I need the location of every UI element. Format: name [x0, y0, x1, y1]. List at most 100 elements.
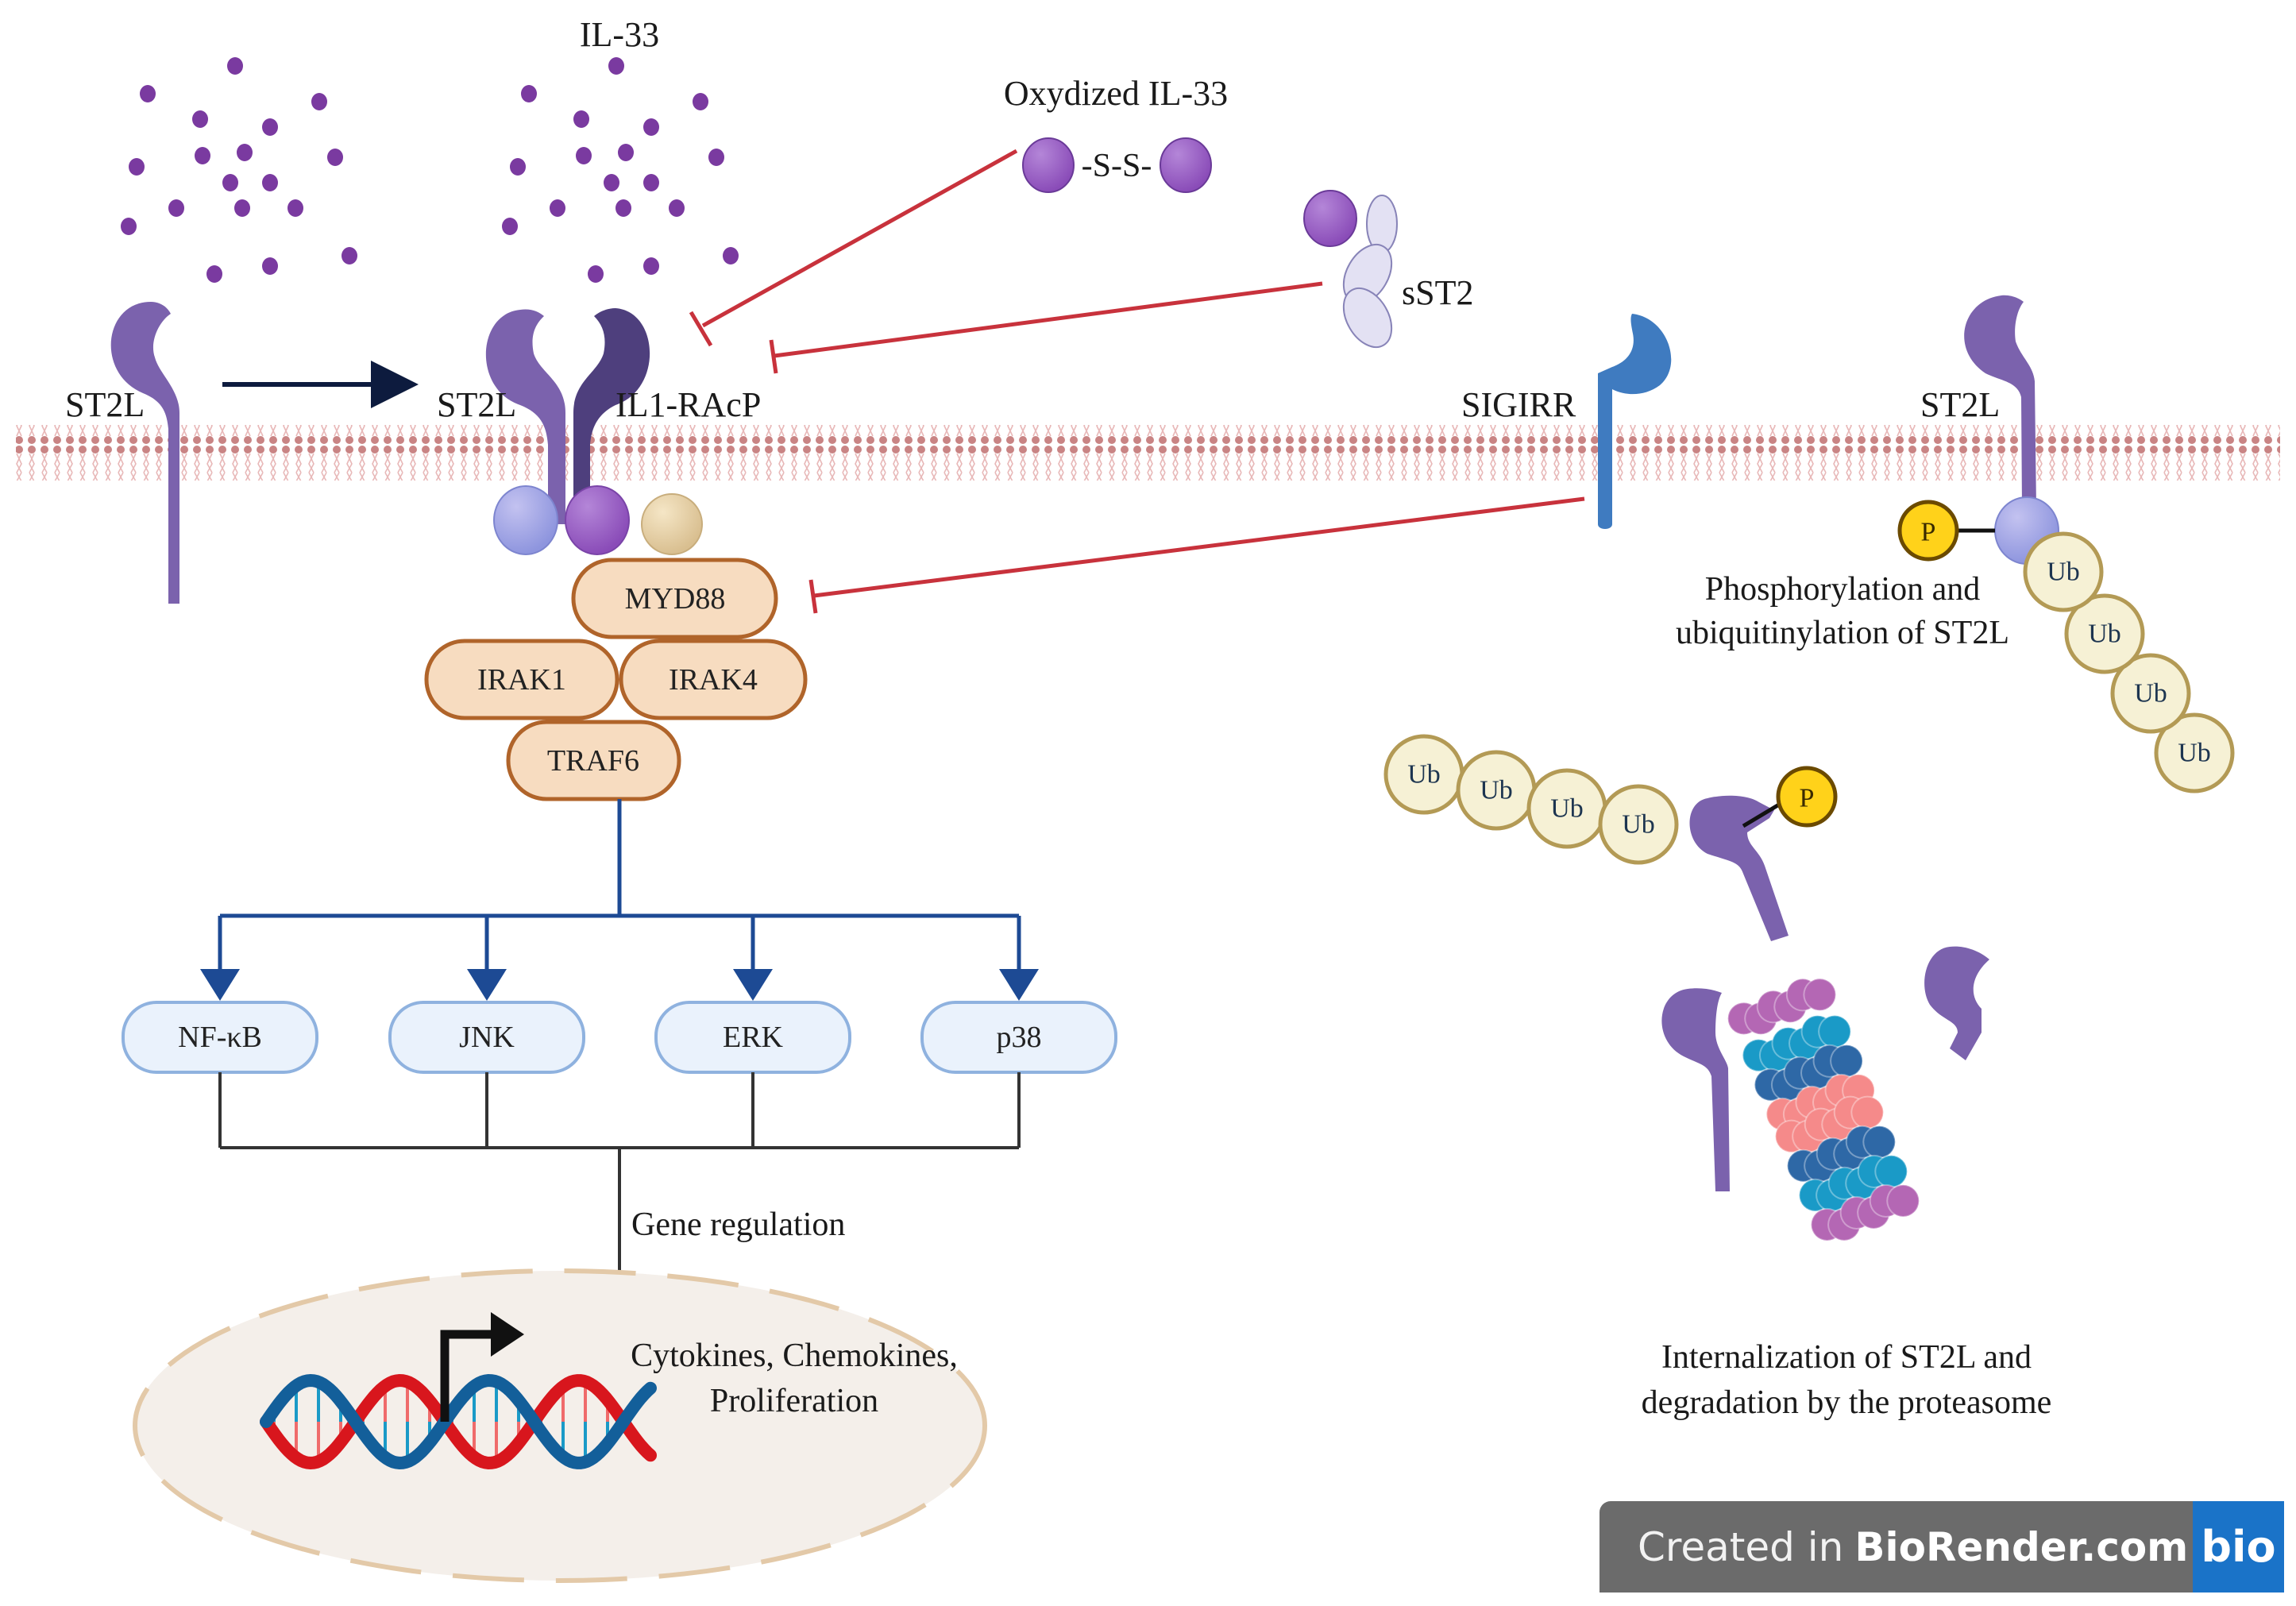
il33-molecule: [222, 174, 238, 191]
il33-molecule: [327, 149, 343, 166]
pathway-jnk: JNK: [388, 916, 585, 1148]
dna-strand-blue: [260, 1373, 657, 1470]
il33-molecule: [262, 257, 278, 275]
svg-text:IRAK4: IRAK4: [669, 663, 758, 697]
il33-molecule: [234, 199, 250, 217]
pathway-erk: ERK: [654, 916, 851, 1148]
internalization-line1: Internalization of ST2L and: [1661, 1339, 2032, 1376]
il33-molecule: [550, 199, 565, 217]
il33-molecule: [342, 247, 357, 264]
il33-molecule: [311, 93, 327, 110]
svg-text:-S-S-: -S-S-: [1082, 148, 1152, 184]
st2l-label-left: ST2L: [65, 385, 145, 424]
myd88-pill: MYD88: [571, 558, 778, 639]
st2l-il1racp-complex: [485, 308, 650, 524]
il33-molecule: [262, 174, 278, 191]
il1racp-label: IL1-RAcP: [615, 385, 761, 424]
svg-text:Ub: Ub: [1550, 794, 1584, 824]
il33-molecule: [227, 57, 243, 75]
il33-molecule: [195, 147, 210, 164]
dna-strand-red: [260, 1373, 657, 1470]
pathway-kinases: NF-κB JNK ERK p38: [122, 916, 1117, 1148]
svg-text:MYD88: MYD88: [625, 582, 726, 616]
il33-molecule: [588, 265, 604, 283]
tir-domain-il1racp: [565, 485, 630, 555]
il33-molecule: [573, 110, 589, 128]
svg-text:Ub: Ub: [1407, 760, 1441, 789]
il33-molecule: [502, 218, 518, 235]
il33-molecule: [237, 144, 253, 161]
il33-molecule: [643, 174, 659, 191]
st2l-fragment-left: [1661, 988, 1730, 1191]
svg-text:Ub: Ub: [2088, 620, 2121, 649]
biorender-logo-icon: bio: [2193, 1501, 2284, 1592]
inhibition-sst2: [769, 281, 1323, 374]
ubiquitin: Ub: [2110, 653, 2191, 734]
il33-molecule: [615, 199, 631, 217]
svg-text:Ub: Ub: [1480, 776, 1513, 805]
il33-ligand-cluster-left: [121, 57, 357, 283]
oxidized-il33-dimer: -S-S-: [1022, 137, 1212, 193]
svg-text:Ub: Ub: [2178, 739, 2211, 768]
sigirr-receptor: [1598, 314, 1672, 529]
st2l-receptor-complex: [485, 309, 565, 524]
biorender-watermark: Created in BioRender.com bio: [1599, 1501, 2284, 1592]
svg-text:Ub: Ub: [2134, 679, 2167, 708]
nucleus: [133, 1268, 987, 1583]
svg-text:IRAK1: IRAK1: [477, 663, 566, 697]
pathway-p38: p38: [920, 916, 1117, 1148]
oxidized-il33-label: Oxydized IL-33: [1004, 74, 1228, 113]
pathway-label: ERK: [723, 1021, 784, 1054]
inhibition-oxidized-il33: [689, 149, 1018, 347]
tir-domain-adaptor: [641, 493, 703, 555]
il33-molecule: [510, 158, 526, 176]
nucleus-output-line1: Cytokines, Chemokines,: [631, 1338, 958, 1374]
transcription-start-arrow: [440, 1330, 496, 1422]
inhibition-sigirr: [808, 496, 1585, 614]
ubiquitin: Ub: [1383, 734, 1464, 815]
phosphate-internal: P: [1776, 766, 1838, 828]
il33-molecule: [723, 247, 739, 264]
il1racp-receptor: [573, 308, 650, 524]
svg-text:TRAF6: TRAF6: [547, 744, 639, 778]
traf6-pill: TRAF6: [506, 720, 681, 801]
st2l-label-right: ST2L: [1920, 385, 2000, 424]
pathway-label: p38: [997, 1021, 1042, 1054]
proteasome-subunit: [1803, 978, 1837, 1012]
ubiquitin: Ub: [2064, 593, 2145, 674]
watermark-brand: BioRender.com: [1854, 1523, 2189, 1570]
ubiquitin: Ub: [2154, 712, 2235, 793]
pathway-label: NF-κB: [178, 1021, 262, 1054]
il33-molecule: [168, 199, 184, 217]
il33-molecule: [521, 85, 537, 102]
il33-molecule: [693, 93, 708, 110]
il33-molecule: [608, 57, 624, 75]
sst2-decoy-receptor: [1303, 190, 1398, 348]
ubiquitin: Ub: [1598, 784, 1679, 865]
ubiquitin: Ub: [1526, 768, 1607, 849]
il33-molecule: [618, 144, 634, 161]
cell-membrane: [16, 425, 2280, 481]
il33-molecule: [643, 118, 659, 136]
il33-label: IL-33: [580, 15, 659, 54]
pathway-label: JNK: [459, 1021, 515, 1054]
st2l-receptor-right: [1964, 295, 2036, 508]
il33-molecule: [576, 147, 592, 164]
internalized-st2l: [1689, 795, 1789, 941]
tir-domain-st2l: [493, 485, 558, 555]
transcription-arrowhead: [491, 1312, 524, 1357]
il33-molecule: [708, 149, 724, 166]
il33-ligand-cluster-right: [502, 57, 739, 283]
sigirr-label: SIGIRR: [1461, 385, 1576, 424]
il33-molecule: [129, 158, 145, 176]
il33-molecule: [643, 257, 659, 275]
proteasome: [1727, 978, 1920, 1241]
pathway-nfb: NF-κB: [122, 916, 318, 1148]
svg-text:Ub: Ub: [2047, 558, 2080, 587]
il33-molecule: [192, 110, 208, 128]
phosphate-bond-internal: [1742, 800, 1785, 828]
irak4-pill: IRAK4: [619, 639, 808, 720]
